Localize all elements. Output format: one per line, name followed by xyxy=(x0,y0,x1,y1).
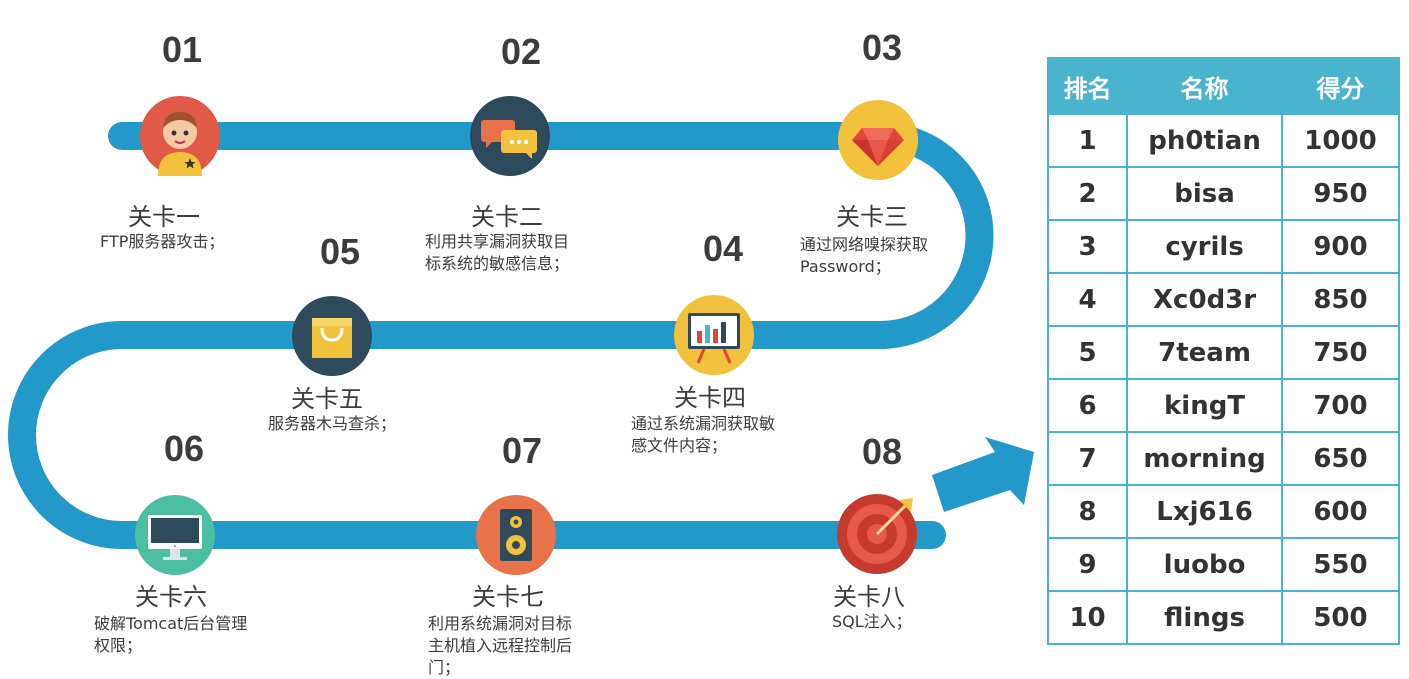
stage-number-07: 07 xyxy=(501,430,543,471)
name-cell: flings xyxy=(1126,590,1283,645)
stage-number-08: 08 xyxy=(861,431,903,472)
stage-desc-1: FTP服务器攻击； xyxy=(100,232,225,251)
stage-number-04: 04 xyxy=(702,228,744,269)
ranking-table: 排名 名称 得分 1 ph0tian 1000 2 bisa 950 3 cyr… xyxy=(1046,57,1401,645)
person-avatar-icon xyxy=(140,96,220,176)
winding-road xyxy=(8,122,994,549)
stage-title-4: 关卡四 xyxy=(674,384,746,412)
name-cell: 7team xyxy=(1126,325,1283,380)
name-cell: luobo xyxy=(1126,537,1283,592)
score-cell: 550 xyxy=(1280,537,1401,592)
score-cell: 750 xyxy=(1280,325,1401,380)
score-cell: 650 xyxy=(1280,431,1401,486)
rank-cell: 5 xyxy=(1046,325,1129,380)
rank-cell: 7 xyxy=(1046,431,1129,486)
stage-number-02: 02 xyxy=(500,31,542,72)
score-cell: 600 xyxy=(1280,484,1401,539)
name-cell: kingT xyxy=(1126,378,1283,433)
stage-title-7: 关卡七 xyxy=(472,583,544,611)
stage-desc-8: SQL注入； xyxy=(832,612,912,631)
speaker-icon xyxy=(476,495,556,575)
table-row: 10 flings 500 xyxy=(1046,590,1401,645)
name-cell: Xc0d3r xyxy=(1126,272,1283,327)
rank-cell: 3 xyxy=(1046,219,1129,274)
rank-cell: 4 xyxy=(1046,272,1129,327)
chart-board-icon xyxy=(674,295,754,375)
stage-desc-3: 通过网络嗅探获取 Password； xyxy=(800,235,929,276)
score-cell: 900 xyxy=(1280,219,1401,274)
stage-number-06: 06 xyxy=(163,428,205,469)
stage-number-01: 01 xyxy=(161,29,203,70)
rank-cell: 1 xyxy=(1046,113,1129,168)
score-cell: 500 xyxy=(1280,590,1401,645)
stage-desc-4: 通过系统漏洞获取敏 感文件内容； xyxy=(631,414,776,455)
name-cell: Lxj616 xyxy=(1126,484,1283,539)
name-cell: cyrils xyxy=(1126,219,1283,274)
score-cell: 850 xyxy=(1280,272,1401,327)
stage-desc-6: 破解Tomcat后台管理 权限； xyxy=(94,614,248,655)
stage-title-1: 关卡一 xyxy=(128,203,200,231)
header-name: 名称 xyxy=(1126,57,1283,115)
stage-title-5: 关卡五 xyxy=(291,385,363,413)
table-row: 6 kingT 700 xyxy=(1046,378,1401,433)
arrow-icon xyxy=(932,437,1034,512)
shopping-bag-icon xyxy=(292,296,372,376)
score-cell: 950 xyxy=(1280,166,1401,221)
name-cell: bisa xyxy=(1126,166,1283,221)
header-rank: 排名 xyxy=(1046,57,1129,115)
rank-cell: 2 xyxy=(1046,166,1129,221)
stage-desc-2: 利用共享漏洞获取目 标系统的敏感信息； xyxy=(425,232,570,273)
score-cell: 1000 xyxy=(1280,113,1401,168)
gem-icon xyxy=(838,100,918,180)
header-score: 得分 xyxy=(1280,57,1401,115)
stage-title-8: 关卡八 xyxy=(833,583,905,611)
table-row: 1 ph0tian 1000 xyxy=(1046,113,1401,168)
stage-number-03: 03 xyxy=(861,27,903,68)
ranking-header-row: 排名 名称 得分 xyxy=(1046,57,1401,115)
table-row: 8 Lxj616 600 xyxy=(1046,484,1401,539)
stage-desc-7: 利用系统漏洞对目标 主机植入远程控制后 门； xyxy=(428,614,573,677)
rank-cell: 10 xyxy=(1046,590,1129,645)
score-cell: 700 xyxy=(1280,378,1401,433)
stage-title-2: 关卡二 xyxy=(471,203,543,231)
stage-title-6: 关卡六 xyxy=(135,583,207,611)
table-row: 9 luobo 550 xyxy=(1046,537,1401,592)
table-row: 5 7team 750 xyxy=(1046,325,1401,380)
monitor-icon xyxy=(135,495,215,575)
table-row: 2 bisa 950 xyxy=(1046,166,1401,221)
rank-cell: 9 xyxy=(1046,537,1129,592)
table-row: 3 cyrils 900 xyxy=(1046,219,1401,274)
table-row: 4 Xc0d3r 850 xyxy=(1046,272,1401,327)
stage-title-3: 关卡三 xyxy=(836,203,908,231)
rank-cell: 6 xyxy=(1046,378,1129,433)
target-dart-icon xyxy=(837,494,917,574)
table-row: 7 morning 650 xyxy=(1046,431,1401,486)
rank-cell: 8 xyxy=(1046,484,1129,539)
name-cell: morning xyxy=(1126,431,1283,486)
chat-bubbles-icon xyxy=(470,96,550,176)
stage-number-05: 05 xyxy=(319,231,361,272)
name-cell: ph0tian xyxy=(1126,113,1283,168)
stage-desc-5: 服务器木马查杀； xyxy=(268,414,397,433)
